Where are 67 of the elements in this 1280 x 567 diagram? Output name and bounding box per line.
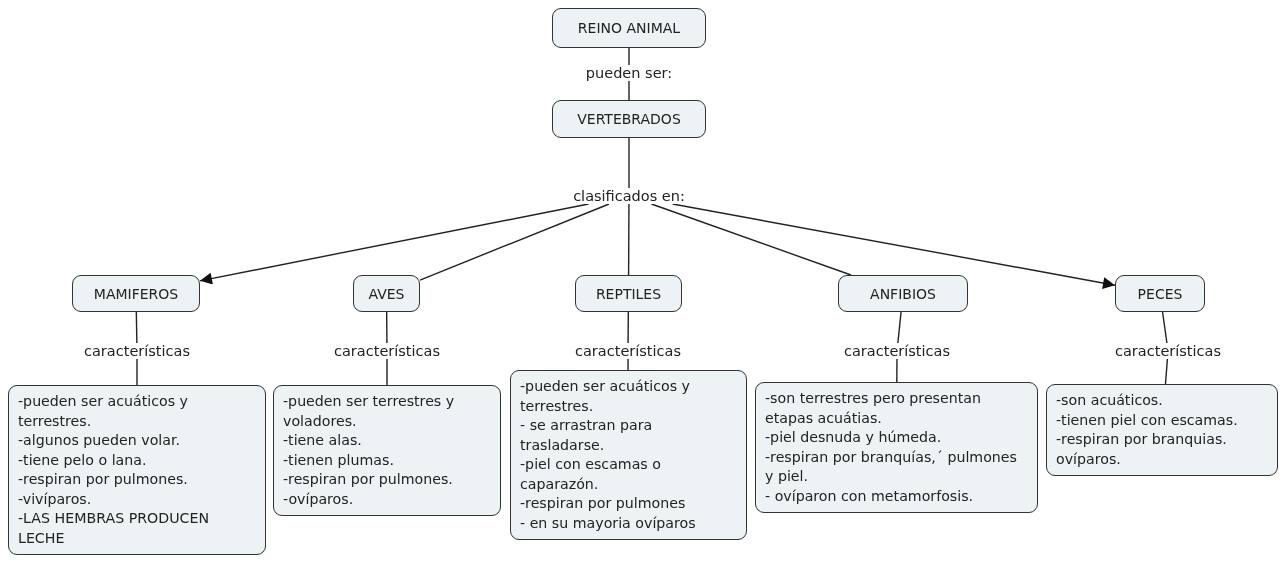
description-item: -respiran por branquías,´ pulmones y piel. bbox=[765, 447, 1018, 486]
concept-box bbox=[1115, 275, 1205, 312]
description-item: -ovíparos. bbox=[283, 489, 355, 509]
concept-label: ANFIBIOS bbox=[870, 285, 936, 302]
description-item: -pueden ser terrestres y voladores. bbox=[283, 392, 456, 431]
description-item: -vivíparos. bbox=[18, 489, 93, 509]
arrow bbox=[671, 203, 1116, 289]
linking-phrase: características bbox=[842, 343, 952, 359]
concept-box bbox=[72, 275, 200, 312]
description-box bbox=[755, 382, 1038, 513]
description-item: -respiran por pulmones. bbox=[18, 470, 189, 489]
description-item: - ovíparon con metamorfosis. bbox=[765, 486, 975, 506]
connector-line bbox=[627, 358, 629, 371]
connector-line bbox=[628, 47, 630, 66]
concept-box bbox=[552, 100, 706, 138]
description-item: -algunos pueden volar. bbox=[18, 431, 182, 450]
description-item: -tienen plumas. bbox=[283, 450, 395, 470]
description-item: -tiene pelo o lana. bbox=[18, 450, 148, 470]
concept-box bbox=[575, 275, 682, 312]
concept-label: PECES bbox=[1137, 285, 1183, 302]
description-item: - en su mayoria ovíparos bbox=[520, 513, 697, 533]
connector-line bbox=[897, 311, 902, 344]
concept-label: AVES bbox=[368, 285, 405, 302]
concept-box bbox=[353, 275, 420, 312]
linking-phrase: características bbox=[573, 343, 683, 359]
description-box bbox=[1046, 384, 1278, 476]
connector-line bbox=[628, 80, 630, 101]
connector-line bbox=[627, 311, 630, 344]
concept-label: MAMIFEROS bbox=[93, 285, 179, 302]
description-item: -piel desnuda y húmeda. bbox=[765, 428, 943, 447]
description-item: -respiran por pulmones bbox=[520, 494, 687, 513]
connector-line bbox=[419, 203, 610, 281]
description-item: -respiran por pulmones. bbox=[283, 470, 454, 489]
connector-line bbox=[136, 358, 138, 386]
linking-phrase: características bbox=[82, 343, 192, 359]
connector-line bbox=[1161, 311, 1168, 344]
description-item: -pueden ser acuáticos y terrestres. bbox=[520, 377, 691, 416]
description-item: -LAS HEMBRAS PRODUCEN LECHE bbox=[18, 509, 211, 548]
arrow bbox=[199, 203, 590, 285]
concept-label: VERTEBRADOS bbox=[577, 111, 681, 127]
linking-phrase: características bbox=[332, 343, 442, 359]
concept-box bbox=[838, 275, 968, 312]
connector-line bbox=[386, 358, 388, 386]
connector-line bbox=[628, 137, 630, 189]
description-box bbox=[510, 370, 747, 540]
connector-line bbox=[1164, 358, 1169, 385]
description-item: - se arrastran para trasladarse. bbox=[520, 416, 654, 455]
connector-line bbox=[135, 311, 138, 344]
description-box bbox=[8, 385, 266, 555]
connector-line bbox=[627, 203, 630, 276]
description-item: -son terrestres pero presentan etapas acuátias. bbox=[765, 389, 982, 428]
concept-label: REINO ANIMAL bbox=[577, 20, 681, 36]
description-item: -tiene alas. bbox=[283, 431, 363, 450]
description-item: -son acuáticos. bbox=[1056, 391, 1164, 410]
connector-line bbox=[896, 358, 898, 383]
description-item: ovíparos. bbox=[1056, 449, 1122, 469]
description-item: -respiran por branquias. bbox=[1056, 430, 1228, 449]
linking-phrase: características bbox=[1113, 343, 1223, 359]
description-item: -tienen piel con escamas. bbox=[1056, 410, 1239, 430]
concept-box bbox=[552, 8, 706, 48]
connector-line bbox=[650, 203, 852, 276]
connector-line bbox=[385, 311, 388, 344]
description-item: -piel con escamas o caparazón. bbox=[520, 455, 662, 494]
description-item: -pueden ser acuáticos y terrestres. bbox=[18, 392, 189, 431]
linking-phrase: clasificados en: bbox=[571, 188, 687, 204]
concept-label: REPTILES bbox=[595, 285, 662, 302]
description-box bbox=[273, 385, 501, 516]
